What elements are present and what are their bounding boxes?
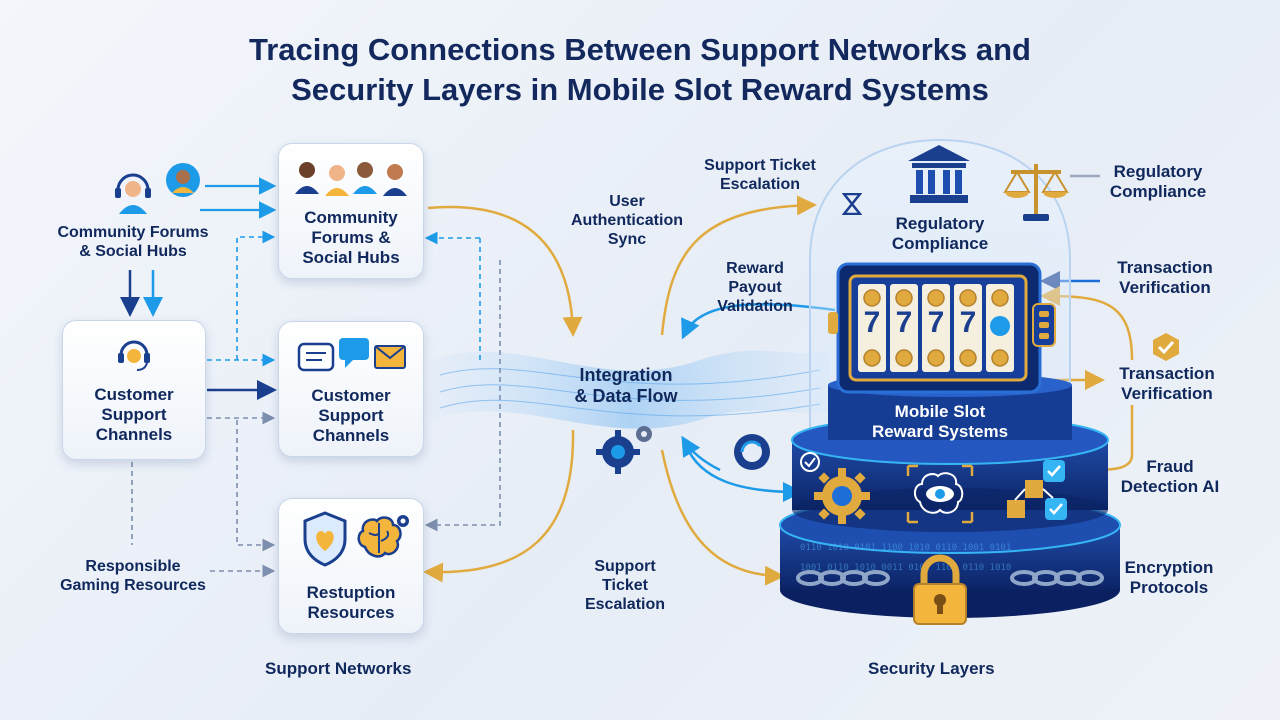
blocks-icon — [1005, 456, 1071, 527]
fraud-detection-label: Fraud Detection AI — [1120, 457, 1220, 496]
reward-payout-label: Reward Payout Validation — [717, 260, 793, 315]
restitution-resources-card-label: Restuption Resources — [306, 583, 396, 622]
slot-machine-icon[interactable] — [828, 262, 1064, 401]
ai-eye-brain-icon — [904, 462, 976, 531]
title-line-2: Security Layers in Mobile Slot Reward Sy… — [291, 72, 989, 107]
regulatory-compliance-inner-label: Regulatory Compliance — [891, 214, 989, 253]
customer-support-card-label: Customer Support Channels — [311, 386, 391, 445]
customer-support-box-label: Customer Support Channels — [94, 385, 174, 444]
restitution-resources-card[interactable]: Restuption Resources — [278, 498, 424, 634]
chat-bubbles-icon — [297, 336, 407, 381]
page-title: Tracing Connections Between Support Netw… — [0, 30, 1280, 110]
security-layers-title: Security Layers — [868, 659, 995, 678]
svg-text:0110 1010 0101 1100 1010 0110: 0110 1010 0101 1100 1010 0110 1001 0101 — [800, 543, 1011, 553]
reel-2: 7 — [895, 306, 913, 339]
chain-icon — [876, 568, 886, 578]
regulatory-compliance-outer-label: Regulatory Compliance — [1109, 162, 1207, 201]
padlock-icon — [912, 554, 968, 631]
support-ticket-top-label: Support Ticket Escalation — [704, 157, 816, 193]
shield-heart-icon — [301, 511, 349, 572]
customer-support-card[interactable]: Customer Support Channels — [278, 321, 424, 457]
headset-icon — [115, 335, 153, 378]
sync-gear-icon — [728, 428, 776, 481]
user-authentication-label: User Authentication Sync — [571, 193, 683, 248]
gear-icon — [594, 422, 658, 483]
title-line-1: Tracing Connections Between Support Netw… — [249, 32, 1031, 67]
support-networks-title: Support Networks — [265, 659, 412, 678]
customer-support-box[interactable]: Customer Support Channels — [62, 320, 206, 460]
support-ticket-bottom-label: Support Ticket Escalation — [584, 558, 666, 613]
scales-icon — [1003, 158, 1069, 229]
community-forums-label: Community Forums & Social Hubs — [57, 224, 209, 260]
encryption-protocols-label: Encryption Protocols — [1124, 558, 1214, 597]
transaction-verification-top-label: Transaction Verification — [1117, 258, 1213, 297]
reel-3: 7 — [927, 306, 945, 339]
reel-1: 7 — [863, 306, 881, 339]
hourglass-icon — [841, 192, 863, 220]
community-forums-card-label: Community Forums & Social Hubs — [302, 208, 400, 267]
responsible-gaming-label: Responsible Gaming Resources — [60, 558, 206, 594]
transaction-verification-mid-label: Transaction Verification — [1119, 364, 1215, 403]
integration-data-flow-label: Integration & Data Flow — [574, 365, 678, 406]
reel-4: 7 — [959, 306, 977, 339]
bank-icon — [906, 143, 972, 210]
brain-gear-icon — [355, 513, 411, 568]
people-icon — [293, 156, 411, 201]
gear-icon — [812, 466, 872, 531]
check-badge-icon — [800, 452, 820, 477]
check-shield-icon — [1151, 332, 1181, 367]
data-flow-band — [430, 350, 830, 429]
community-forums-card[interactable]: Community Forums & Social Hubs — [278, 143, 424, 279]
user-avatar-icon — [165, 162, 201, 198]
svg-text:1001 0110 1010 0011 0101 1100: 1001 0110 1010 0011 0101 1100 0110 1010 — [800, 563, 1011, 573]
mobile-slot-label: Mobile Slot Reward Systems — [871, 402, 1009, 441]
support-agent-avatar-icon — [112, 168, 154, 214]
